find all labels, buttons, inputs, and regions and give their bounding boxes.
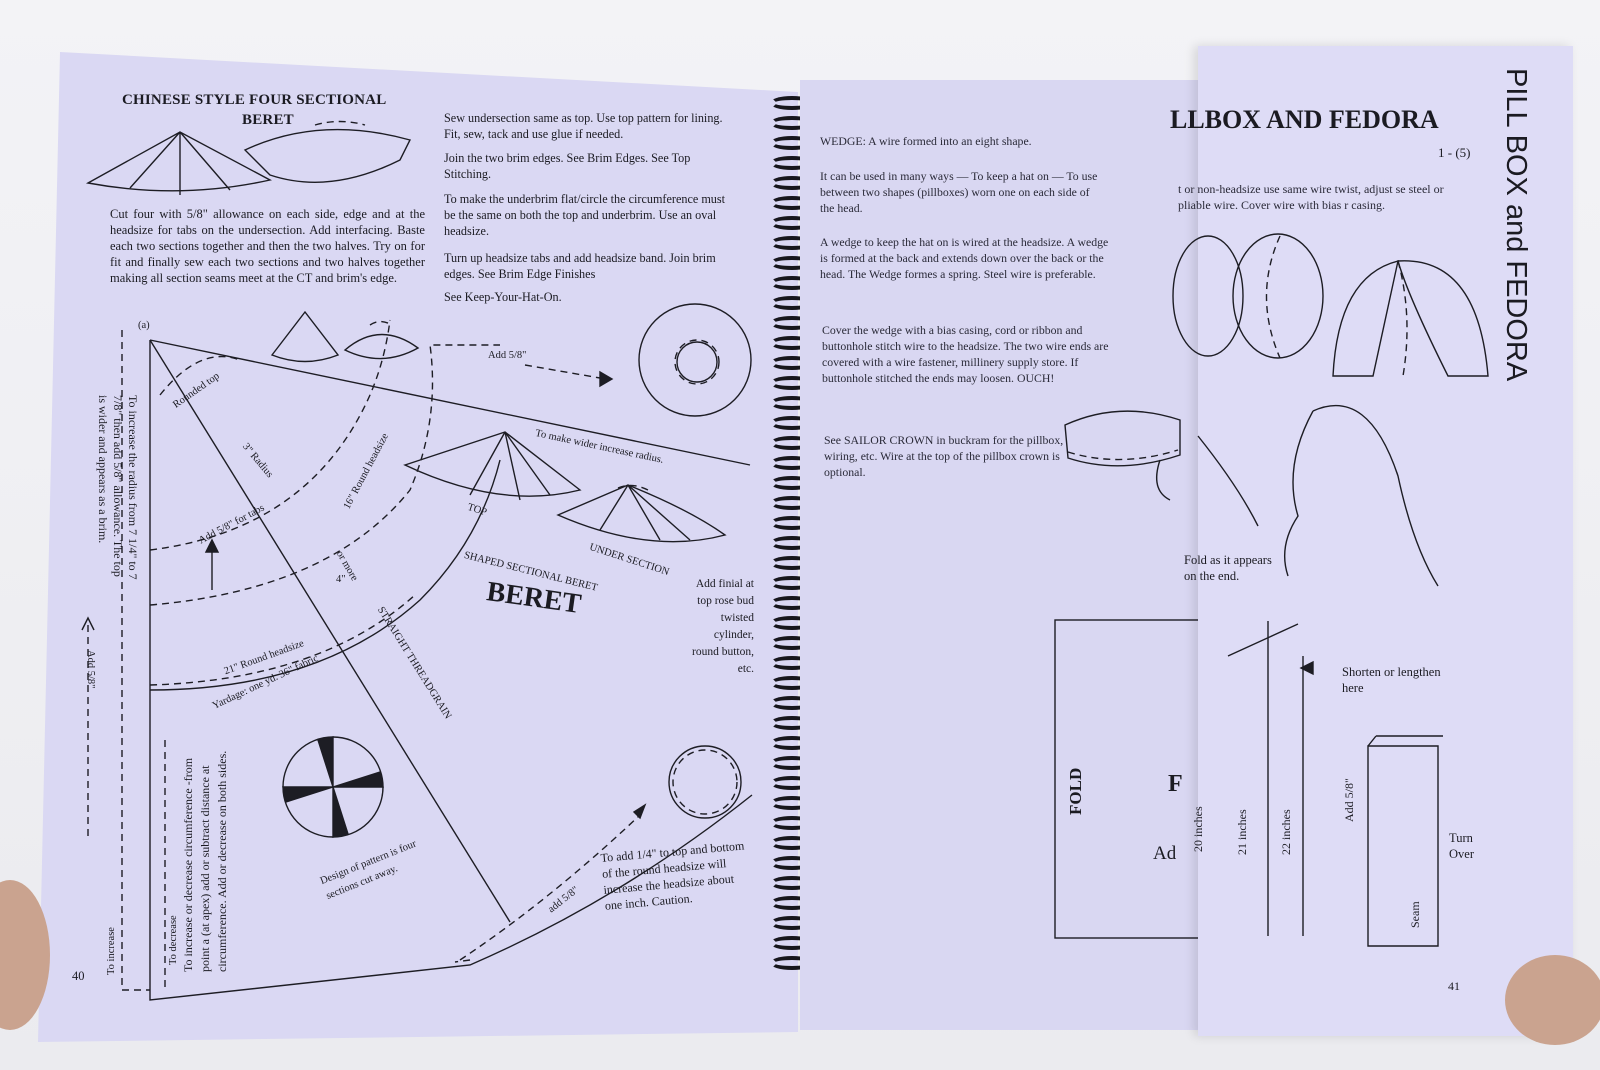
beret-intro-text: Cut four with 5/8" allowance on each sid… <box>110 207 425 285</box>
instruction-para-2: Join the two brim edges. See Brim Edges.… <box>444 151 691 181</box>
right-page <box>800 80 1200 1030</box>
instruction-para-1: Sew undersection same as top. Use top pa… <box>444 111 723 141</box>
right-thumb <box>1505 955 1600 1045</box>
label-20-inches: 20 inches <box>1191 806 1205 852</box>
label-beret-big: BERET <box>484 576 584 620</box>
label-4-inch: 4" <box>336 574 346 585</box>
page-number-41: 41 <box>1448 979 1460 993</box>
label-side-note: To increase the radius from 7 1/4" to 7 … <box>96 395 140 580</box>
label-turn-over: Turn Over <box>1449 831 1474 861</box>
wedge-para-3: Cover the wedge with a bias casing, cord… <box>822 323 1109 385</box>
instruction-para-3: To make the underbrim flat/circle the ci… <box>444 192 726 238</box>
fold-label: FOLD <box>1066 767 1085 815</box>
label-to-increase: To increase <box>106 927 117 975</box>
label-add-58: Add 5/8" <box>1342 778 1356 822</box>
wedge-para-2: A wedge to keep the hat on is wired at t… <box>820 235 1109 281</box>
partial-text-ad: Ad <box>1153 843 1177 864</box>
label-add-finial: Add finial at top rose bud twisted cylin… <box>692 578 754 675</box>
wedge-title: WEDGE: A wire formed into an eight shape… <box>820 134 1032 148</box>
wedge-para-4: See SAILOR CROWN in buckram for the pill… <box>824 433 1064 479</box>
label-a: (a) <box>138 320 150 331</box>
label-21-inches: 21 inches <box>1235 809 1249 855</box>
label-add-58-top: Add 5/8" <box>488 350 527 361</box>
beret-pattern-drawing <box>81 120 753 1001</box>
label-seam: Seam <box>1408 901 1422 928</box>
flap-intro: t or non-headsize use same wire twist, a… <box>1178 182 1444 212</box>
wedge-drawing <box>1054 410 1201 939</box>
partial-letter-f: F <box>1168 771 1183 797</box>
pillbox-drawings <box>1172 233 1489 947</box>
label-22-inches: 22 inches <box>1279 809 1293 855</box>
flap-page <box>1198 46 1573 1036</box>
instruction-para-5: See Keep-Your-Hat-On. <box>444 290 562 304</box>
instruction-para-4: Turn up headsize tabs and add headsize b… <box>444 251 716 281</box>
wedge-para-1: It can be used in many ways — To keep a … <box>820 169 1098 215</box>
page-number-40: 40 <box>72 969 85 983</box>
beret-title-line2: BERET <box>242 112 294 128</box>
fold-note: Fold as it appears on the end. <box>1184 553 1272 583</box>
shorten-label: Shorten or lengthen here <box>1342 665 1441 695</box>
label-add-58-side: Add 5/8" <box>85 650 96 689</box>
label-circumference-note: To increase or decrease circumference -f… <box>181 750 229 972</box>
label-add-quarter: To add 1/4" to top and bottom of the rou… <box>600 838 745 913</box>
beret-title-line1: CHINESE STYLE FOUR SECTIONAL <box>122 92 387 108</box>
flap-heading: LLBOX AND FEDORA <box>1170 105 1439 134</box>
flap-subheading: 1 - (5) <box>1438 145 1471 160</box>
